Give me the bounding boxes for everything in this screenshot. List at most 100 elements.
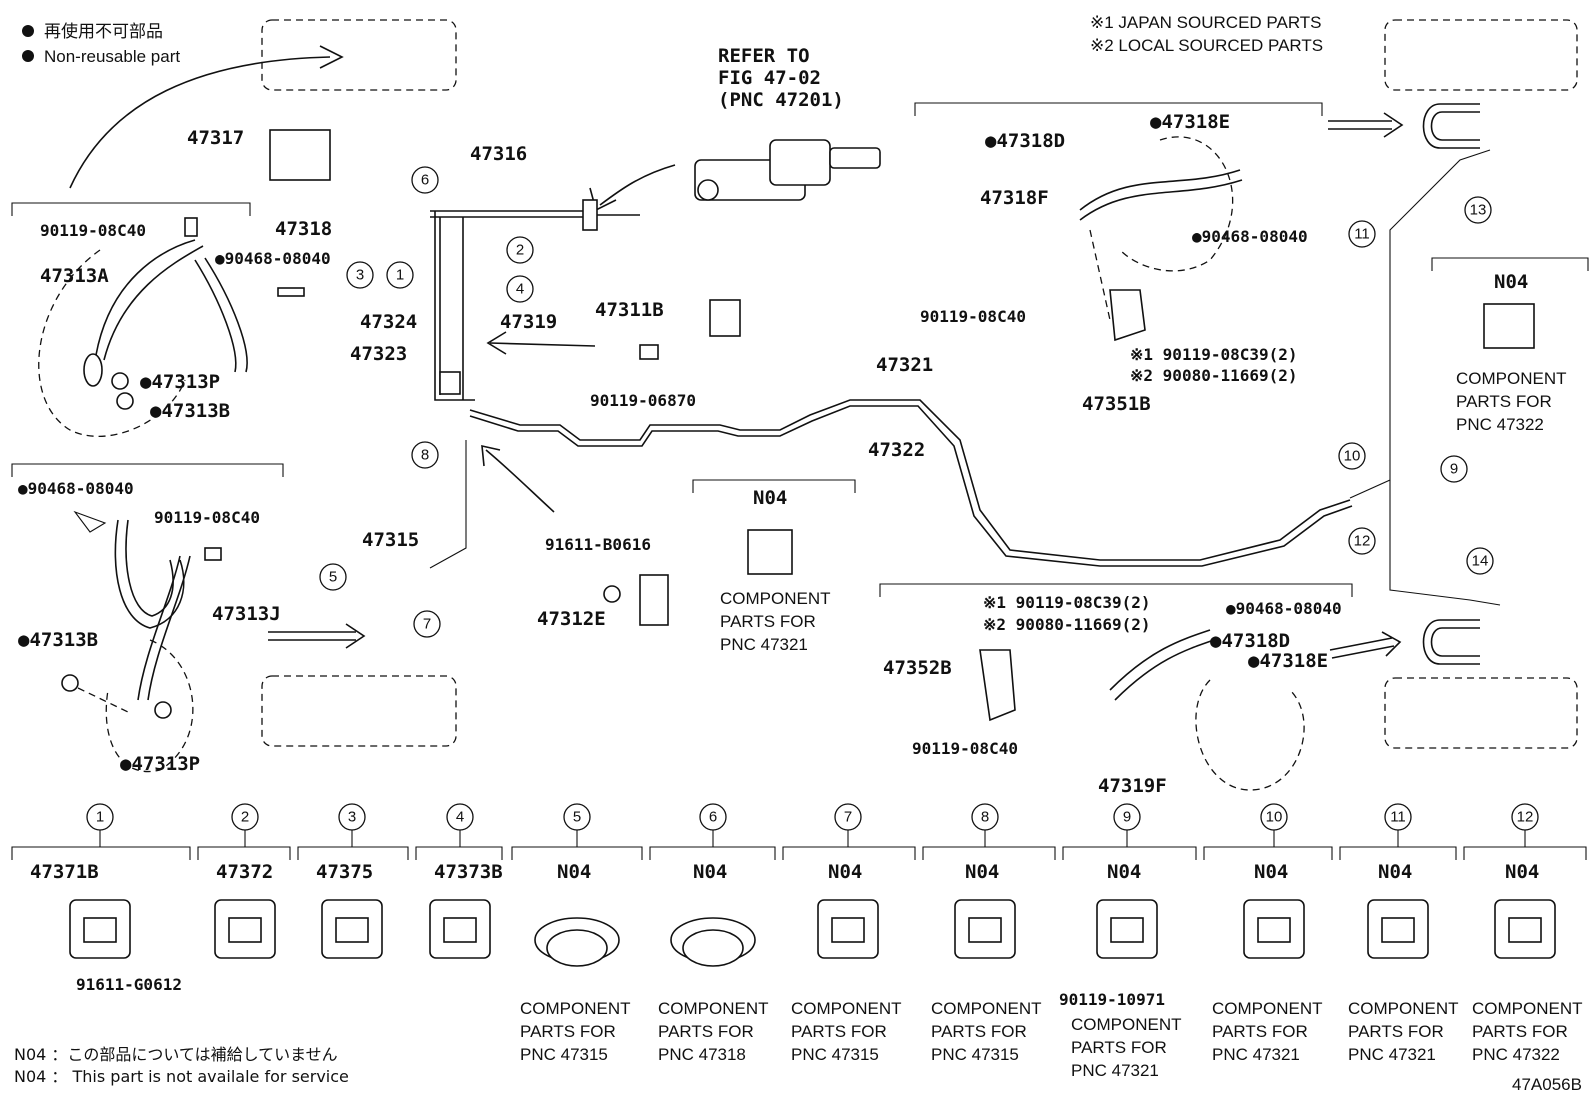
component-text: COMPONENT bbox=[520, 999, 631, 1018]
bracket-47318F bbox=[914, 102, 1323, 116]
component-text: PARTS FOR bbox=[1212, 1022, 1308, 1041]
component-text: PARTS FOR bbox=[931, 1022, 1027, 1041]
part-label: ●47313B bbox=[150, 400, 230, 422]
catalog-number: 5 bbox=[573, 809, 581, 826]
arrow-head-icon bbox=[1383, 112, 1404, 138]
callout-12: 12 bbox=[1348, 527, 1376, 555]
component-text: PARTS FOR bbox=[720, 612, 816, 631]
washer-icon bbox=[154, 701, 172, 719]
part-label: ●47318D bbox=[985, 130, 1065, 152]
hose-47313A bbox=[95, 239, 196, 356]
part-label: ●90468-08040 bbox=[18, 479, 134, 498]
frame-top-right bbox=[1384, 19, 1578, 91]
part-label: ※2 90080-11669(2) bbox=[1130, 366, 1298, 385]
frame-bottom-right bbox=[1384, 677, 1578, 749]
component-text: PARTS FOR bbox=[791, 1022, 887, 1041]
footer-note-jp: N04 ：この部品については補給していません bbox=[14, 1045, 338, 1064]
catalog-number: 8 bbox=[981, 809, 989, 826]
bottom-parts-catalog: 147371B91611-G0612247372347375447373B5N0… bbox=[11, 803, 1587, 1080]
catalog-number: 3 bbox=[348, 809, 356, 826]
catalog-number: 10 bbox=[1266, 809, 1283, 826]
note-japan-sourced: ※1 JAPAN SOURCED PARTS bbox=[1090, 13, 1322, 32]
bracket-47351B-icon bbox=[1109, 289, 1146, 342]
arrow-head-icon bbox=[486, 331, 507, 355]
part-label: 47319F bbox=[1098, 775, 1167, 797]
part-label: ●90468-08040 bbox=[1192, 227, 1308, 246]
bolt-icon bbox=[116, 392, 134, 410]
arrow-to-mid-frame bbox=[268, 631, 356, 641]
part-label: ●90468-08040 bbox=[215, 249, 331, 268]
callout-5: 5 bbox=[319, 563, 347, 591]
component-text: PNC 47315 bbox=[520, 1045, 608, 1064]
catalog-item-3: 3 47375 bbox=[297, 803, 409, 959]
bracket-47313A bbox=[11, 202, 251, 216]
callout-number: 14 bbox=[1472, 553, 1489, 570]
legend-en: Non-reusable part bbox=[44, 47, 180, 66]
catalog-code: N04 bbox=[1505, 861, 1539, 883]
hose-47313J bbox=[114, 519, 185, 629]
bolt-icon bbox=[603, 585, 621, 603]
part-label: ●47313P bbox=[120, 753, 200, 775]
hose-47318F bbox=[1079, 169, 1241, 211]
part-label: 47321 bbox=[876, 354, 933, 376]
part-label: 47312E bbox=[537, 608, 606, 630]
callout-number: 8 bbox=[421, 447, 429, 464]
arrow-to-top-frame bbox=[69, 56, 331, 189]
callout-number: 7 bbox=[423, 616, 431, 633]
component-text: COMPONENT bbox=[1071, 1015, 1182, 1034]
callout-number: 13 bbox=[1470, 202, 1487, 219]
component-text: PARTS FOR bbox=[658, 1022, 754, 1041]
callout-number: 9 bbox=[1450, 461, 1458, 478]
catalog-code: N04 bbox=[1254, 861, 1288, 883]
arrow-head-icon bbox=[319, 45, 344, 69]
part-label: ●47313P bbox=[140, 371, 220, 393]
non-reusable-bullet-icon bbox=[22, 25, 34, 37]
component-text: PARTS FOR bbox=[1071, 1038, 1167, 1057]
hose-47319F bbox=[1109, 629, 1211, 691]
part-label: 47322 bbox=[868, 439, 925, 461]
callout-11: 11 bbox=[1348, 220, 1376, 248]
arrow-head-icon bbox=[481, 444, 501, 467]
component-text: COMPONENT bbox=[1212, 999, 1323, 1018]
part-label: 47352B bbox=[883, 657, 952, 679]
part-label: ●47318D bbox=[1210, 630, 1290, 652]
catalog-code: 47375 bbox=[316, 861, 373, 883]
callout-3: 3 bbox=[346, 261, 374, 289]
component-text: PARTS FOR bbox=[520, 1022, 616, 1041]
part-label: 47351B bbox=[1082, 393, 1151, 415]
bracket-47313J bbox=[11, 463, 284, 477]
bracket-13-left bbox=[692, 479, 856, 493]
catalog-number: 2 bbox=[241, 809, 249, 826]
part-label: 90119-06870 bbox=[590, 391, 696, 410]
part-label: 91611-B0616 bbox=[545, 535, 651, 554]
master-cylinder bbox=[694, 139, 881, 201]
component-text: COMPONENT bbox=[1456, 369, 1567, 388]
bracket-14-top bbox=[1431, 257, 1589, 271]
component-text: PARTS FOR bbox=[1456, 392, 1552, 411]
component-text: PNC 47322 bbox=[1472, 1045, 1560, 1064]
component-text: COMPONENT bbox=[1348, 999, 1459, 1018]
callout-1: 1 bbox=[386, 261, 414, 289]
callout-number: 12 bbox=[1354, 533, 1371, 550]
catalog-code: N04 bbox=[965, 861, 999, 883]
catalog-code: N04 bbox=[1378, 861, 1412, 883]
legend-jp: 再使用不可部品 bbox=[44, 21, 163, 41]
n04-label: N04 bbox=[753, 487, 787, 509]
callout-6: 6 bbox=[411, 166, 439, 194]
component-text: COMPONENT bbox=[791, 999, 902, 1018]
component-text: PNC 47321 bbox=[720, 635, 808, 654]
non-reusable-bullet-icon bbox=[22, 50, 34, 62]
callout-8: 8 bbox=[411, 441, 439, 469]
catalog-sub-code: 91611-G0612 bbox=[76, 975, 182, 994]
component-text: COMPONENT bbox=[658, 999, 769, 1018]
component-text: PARTS FOR bbox=[1348, 1022, 1444, 1041]
callout-number: 2 bbox=[516, 242, 524, 259]
